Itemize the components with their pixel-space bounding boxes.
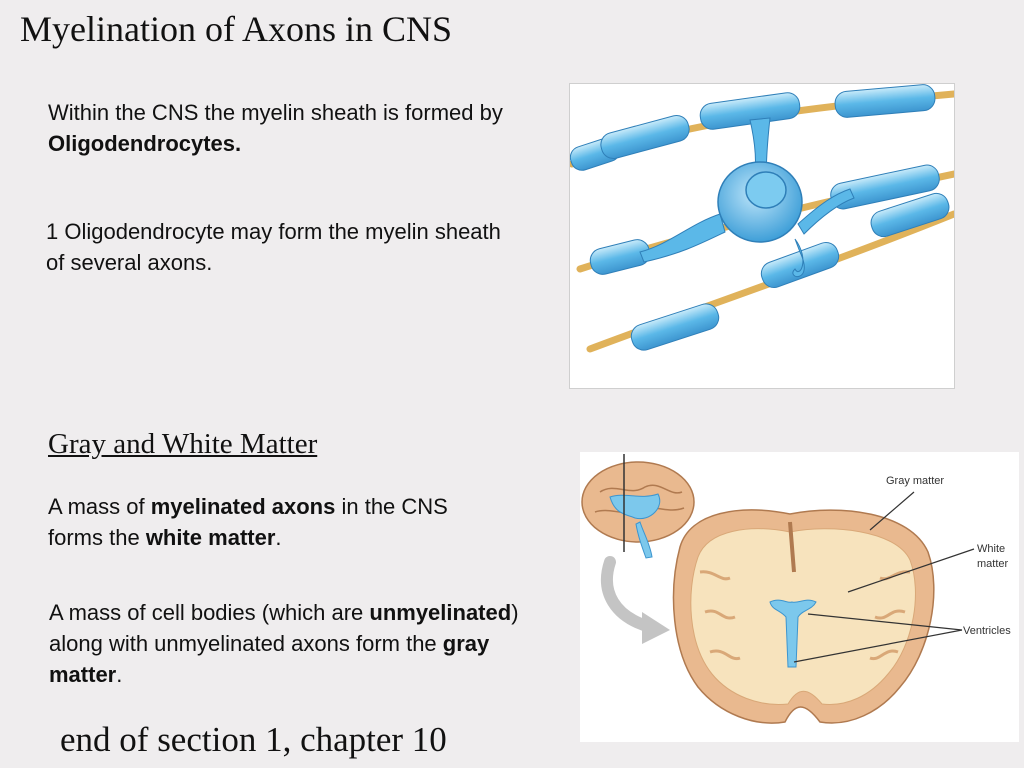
leader-lines — [793, 491, 975, 663]
lateral-brain-icon — [581, 454, 695, 559]
label-ventricles: Ventricles — [963, 625, 1011, 637]
paragraph-oligodendrocytes: Within the CNS the myelin sheath is form… — [48, 97, 558, 159]
cell-processes — [639, 117, 855, 278]
p3-t3: . — [275, 525, 282, 550]
brain-svg: Gray matter White matter Ventricles — [581, 454, 1011, 724]
p3-b2: white matter — [145, 525, 276, 550]
p1-bold: Oligodendrocytes. — [48, 131, 242, 156]
p4-b1: unmyelinated — [369, 600, 512, 625]
nucleus — [745, 171, 787, 209]
myelin-segment — [630, 303, 720, 351]
myelin-segment — [760, 241, 840, 289]
myelin-segment — [600, 114, 690, 160]
paragraph-white-matter: A mass of myelinated axons in the CNS fo… — [48, 491, 468, 553]
coronal-section — [672, 509, 935, 724]
brain-section-illustration: Gray matter White matter Ventricles — [580, 452, 1019, 742]
slide-title: Myelination of Axons in CNS — [20, 9, 453, 49]
p3-t1: A mass of — [48, 494, 151, 519]
p3-t2: in the CNS forms the — [48, 494, 448, 550]
myelin-segment — [870, 192, 950, 238]
white-matter-region — [690, 528, 916, 705]
ventricles-region — [769, 599, 817, 668]
p4-t1: A mass of cell bodies (which are — [49, 600, 370, 625]
arrow-head-icon — [642, 612, 670, 644]
p4-t3: . — [116, 662, 123, 687]
p4-t2: ) along with unmyelinated axons form the — [49, 600, 519, 656]
myelin-segments — [569, 84, 950, 351]
label-white-matter-line2: matter — [977, 558, 1009, 570]
paragraph-gray-matter: A mass of cell bodies (which are unmyeli… — [49, 597, 549, 690]
paragraph-several-axons: 1 Oligodendrocyte may form the myelin sh… — [46, 216, 516, 278]
p1-text: Within the CNS the myelin sheath is form… — [48, 100, 503, 125]
myelin-segment — [834, 84, 936, 118]
myelin-segment — [699, 92, 801, 130]
p4-b2: gray matter — [49, 631, 490, 687]
footer-text: end of section 1, chapter 10 — [60, 720, 447, 759]
oligodendrocyte-illustration — [568, 83, 958, 389]
label-white-matter-line1: White — [977, 543, 1005, 555]
label-gray-matter: Gray matter — [886, 475, 944, 487]
p3-b1: myelinated axons — [150, 494, 336, 519]
subheading: Gray and White Matter — [48, 428, 318, 460]
oligodendrocyte-svg — [568, 84, 958, 353]
arrow-icon — [600, 556, 656, 633]
p2-text: 1 Oligodendrocyte may form the myelin sh… — [46, 219, 501, 275]
